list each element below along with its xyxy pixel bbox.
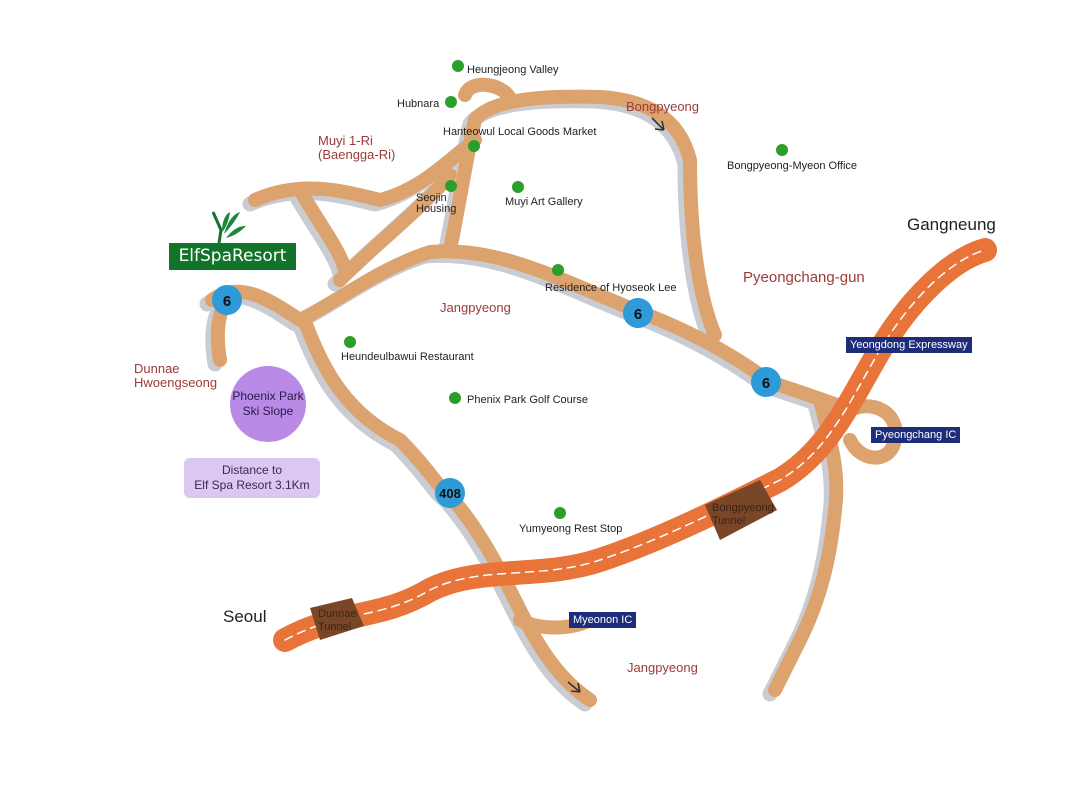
pyeongchang-ic-label: Pyeongchang IC bbox=[871, 427, 961, 443]
tunnel-dunnae-label-line2: Tunnel bbox=[318, 621, 351, 633]
elfsparesort-logo: ElfSpaResort bbox=[169, 243, 296, 270]
distance-callout: Distance to Elf Spa Resort 3.1Km bbox=[184, 458, 320, 498]
route-6-shield-east bbox=[751, 367, 781, 397]
poi-muyi-gallery-label: Muyi Art Gallery bbox=[505, 196, 583, 208]
poi-phenix-golf-label: Phenix Park Golf Course bbox=[467, 394, 588, 406]
poi-bongpyeong-office-label: Bongpyeong-Myeon Office bbox=[727, 160, 857, 172]
route-shields: 6 6 6 408 bbox=[212, 285, 781, 508]
city-gangneung-label: Gangneung bbox=[907, 215, 996, 234]
poi-dot-phenix-golf bbox=[449, 392, 461, 404]
route-6-label-west: 6 bbox=[223, 293, 231, 310]
poi-dot-hubnara bbox=[445, 96, 457, 108]
poi-yumyeong-label: Yumyeong Rest Stop bbox=[519, 523, 622, 535]
yeongdong-expressway-label: Yeongdong Expressway bbox=[846, 337, 972, 353]
poi-dot-muyi-gallery bbox=[512, 181, 524, 193]
poi-dot-hanteowul bbox=[468, 140, 480, 152]
ski-label-line2: Ski Slope bbox=[242, 404, 294, 418]
region-bongpyeong-label: Bongpyeong bbox=[626, 99, 699, 114]
route-6-label-center: 6 bbox=[634, 306, 642, 323]
poi-hanteowul-label: Hanteowul Local Goods Market bbox=[443, 126, 596, 138]
route-6-shield-west bbox=[212, 285, 242, 315]
poi-hyoseok-label: Residence of Hyoseok Lee bbox=[545, 282, 676, 294]
route-408-shield bbox=[435, 478, 465, 508]
poi-dot-yumyeong bbox=[554, 507, 566, 519]
tunnel-bongpyeong-label-line2: Tunnel bbox=[712, 515, 745, 527]
bongpyeong-tunnel-block bbox=[705, 480, 777, 540]
ski-label-line1: Phoenix Park bbox=[232, 389, 304, 403]
tunnel-dunnae-label-line1: Dunnae bbox=[318, 608, 357, 620]
arrow-jangpyeong-icon bbox=[567, 681, 581, 693]
route-6-shield-center bbox=[623, 298, 653, 328]
arrow-bongpyeong-icon bbox=[651, 117, 665, 131]
myeonon-ic-label: Myeonon IC bbox=[569, 612, 637, 628]
poi-heungjeong-label: Heungjeong Valley bbox=[467, 64, 559, 76]
tunnel-bongpyeong-label-line1: Bongpyeong bbox=[712, 502, 774, 514]
region-pyeongchang-gun-label: Pyeongchang-gun bbox=[743, 269, 865, 286]
region-muyi-label-line1: Muyi 1-Ri bbox=[318, 133, 373, 148]
poi-seojin-label-line2: Housing bbox=[416, 203, 456, 215]
leaf-logo-icon bbox=[211, 211, 246, 244]
region-muyi-label-line2: (Baengga-Ri) bbox=[318, 147, 395, 162]
poi-seojin-label-line1: Seojin bbox=[416, 192, 447, 204]
poi-dot-heundeul bbox=[344, 336, 356, 348]
distance-line2: Elf Spa Resort 3.1Km bbox=[194, 478, 310, 492]
city-seoul-label: Seoul bbox=[223, 607, 266, 626]
route-408-label: 408 bbox=[439, 486, 461, 501]
region-jangpyeong-center-label: Jangpyeong bbox=[440, 300, 511, 315]
distance-line1: Distance to bbox=[221, 463, 283, 477]
region-dunnae-label-line1: Dunnae bbox=[134, 361, 180, 376]
poi-dots bbox=[344, 60, 788, 519]
route-6-label-east: 6 bbox=[762, 375, 770, 392]
phoenix-park-ski-slope-marker: Phoenix Park Ski Slope bbox=[230, 366, 306, 442]
poi-dot-bongpyeong-office bbox=[776, 144, 788, 156]
poi-hubnara-label: Hubnara bbox=[397, 98, 440, 110]
region-jangpyeong-south-label: Jangpyeong bbox=[627, 660, 698, 675]
region-dunnae-label-line2: Hwoengseong bbox=[134, 375, 217, 390]
poi-dot-heungjeong bbox=[452, 60, 464, 72]
poi-dot-seojin bbox=[445, 180, 457, 192]
poi-heundeul-label: Heundeulbawui Restaurant bbox=[341, 351, 474, 363]
poi-dot-hyoseok bbox=[552, 264, 564, 276]
dunnae-tunnel-block bbox=[310, 598, 364, 640]
